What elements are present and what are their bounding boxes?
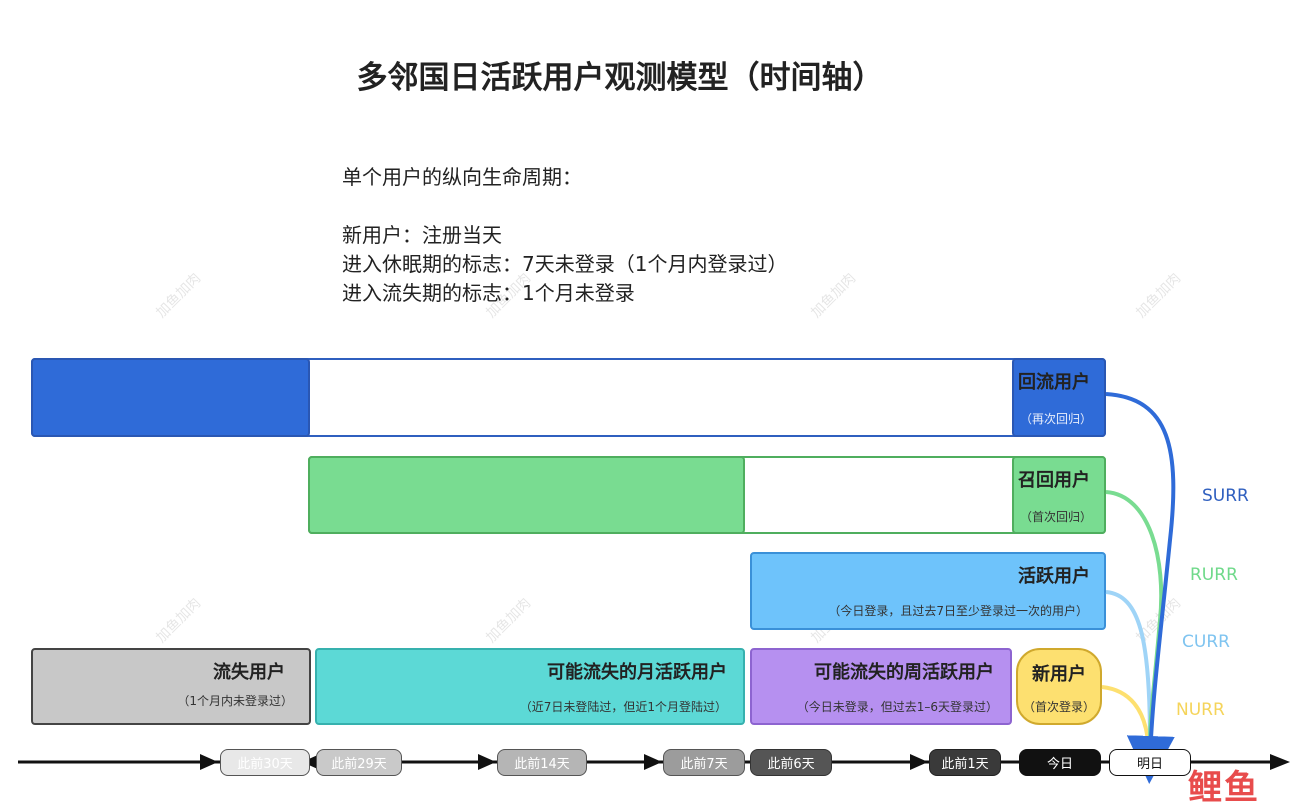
at-risk-mau-box: 可能流失的月活跃用户 （近7日未登陆过，但近1个月登陆过） [315,648,745,725]
timeline-arrow-2 [302,754,320,770]
timeline-arrow-3 [478,754,496,770]
lifecycle-heading: 单个用户的纵向生命周期： [342,165,582,189]
recall-user-sub: （首次回归） [1019,510,1092,524]
recall-user-box: 召回用户 （首次回归） [1012,456,1106,534]
timeline-pill-6d: 此前6天 [750,749,832,776]
diagram-title: 多邻国日活跃用户观测模型（时间轴） [356,60,884,96]
at-risk-mau-sub: （近7日未登陆过，但近1个月登陆过） [519,700,727,714]
recall-user-active-segment [308,456,745,534]
timeline-arrowhead [1270,754,1290,770]
at-risk-wau-box: 可能流失的周活跃用户 （今日未登录，但过去1–6天登录过） [750,648,1012,725]
churned-user-label: 流失用户 [213,662,285,683]
timeline-pill-14d: 此前14天 [497,749,587,776]
timeline-arrow-1 [200,754,218,770]
return-user-label: 回流用户 [1018,372,1090,393]
timeline-pill-today: 今日 [1019,749,1101,776]
timeline-pill-29d: 此前29天 [316,749,402,776]
active-user-box: 活跃用户 （今日登录，且过去7日至少登录过一次的用户） [750,552,1106,630]
timeline-arrow-4 [644,754,662,770]
churned-user-box: 流失用户 （1个月内未登录过） [31,648,311,725]
recall-user-label: 召回用户 [1018,470,1090,491]
timeline-pill-tomorrow: 明日 [1109,749,1191,776]
new-user-label: 新用户 [1032,664,1086,685]
active-user-label: 活跃用户 [1018,566,1090,587]
return-user-sub: （再次回归） [1019,412,1092,426]
timeline-pill-30d: 此前30天 [220,749,310,776]
curr-connector [1105,590,1152,743]
at-risk-wau-sub: （今日未登录，但过去1–6天登录过） [796,700,998,714]
return-user-box: 回流用户 （再次回归） [1012,358,1106,437]
churned-user-sub: （1个月内未登录过） [177,694,293,708]
surr-label: SURR [1202,486,1249,506]
timeline-arrow-5 [910,754,928,770]
nurr-label: NURR [1176,700,1225,720]
surr-connector [1105,392,1176,784]
brand-logo: 鲤鱼 [1188,768,1260,808]
lifecycle-line-new: 新用户：注册当天 [342,223,502,247]
curr-label: CURR [1182,632,1230,652]
lifecycle-description: 单个用户的纵向生命周期： 新用户：注册当天 进入休眠期的标志：7天未登录（1个月… [342,163,787,308]
timeline-pill-1d: 此前1天 [929,749,1001,776]
new-user-sub: （首次登录） [1022,700,1095,714]
at-risk-wau-label: 可能流失的周活跃用户 [814,662,994,683]
rurr-label: RURR [1190,565,1238,585]
timeline-pill-7d: 此前7天 [663,749,745,776]
at-risk-mau-label: 可能流失的月活跃用户 [547,662,727,683]
lifecycle-line-churn: 进入流失期的标志：1个月未登录 [342,281,635,305]
nurr-connector [1101,685,1150,743]
lifecycle-line-dormant: 进入休眠期的标志：7天未登录（1个月内登录过） [342,252,788,276]
return-user-active-segment [31,358,310,437]
active-user-sub: （今日登录，且过去7日至少登录过一次的用户） [828,604,1088,618]
new-user-box: 新用户 （首次登录） [1016,648,1102,725]
